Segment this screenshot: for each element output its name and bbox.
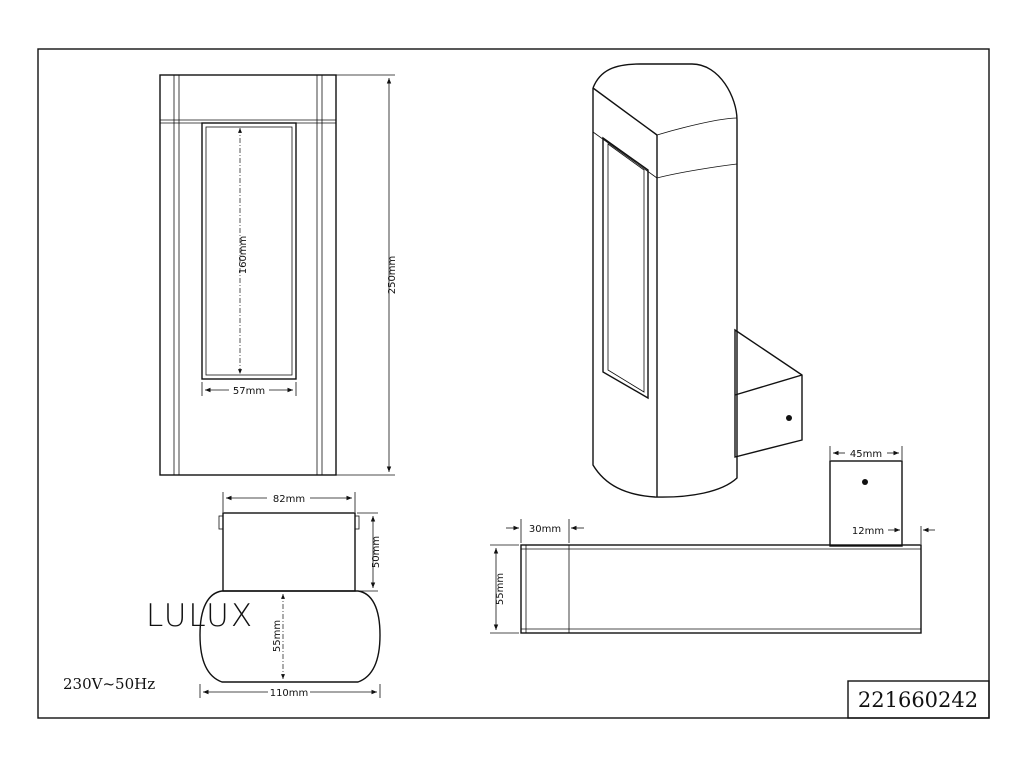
dim-label-55-side: 55mm [495, 573, 506, 605]
front-view [159, 74, 337, 476]
drawing-frame [37, 48, 990, 719]
dim-label-250: 250mm [387, 256, 398, 295]
dim-label-50: 50mm [371, 536, 382, 568]
dimension-50mm: 50mm [357, 512, 382, 592]
dim-label-57: 57mm [233, 386, 265, 397]
side-view [520, 460, 922, 634]
dim-label-45: 45mm [850, 449, 882, 460]
dim-label-55-plan: 55mm [272, 620, 283, 652]
isometric-view [592, 63, 803, 498]
brand-logo: LULUX [146, 598, 254, 634]
dim-label-82: 82mm [273, 494, 305, 505]
dimension-55mm-plan: 55mm [272, 594, 285, 679]
dim-label-110: 110mm [270, 688, 309, 699]
dimension-160mm: 160mm [238, 128, 249, 374]
dim-label-30: 30mm [529, 524, 561, 535]
power-rating: 230V~50Hz [63, 675, 155, 693]
dimension-30mm: 30mm [506, 519, 584, 543]
dimension-57mm: 57mm [201, 382, 297, 397]
light-window [201, 122, 297, 380]
dimension-45mm: 45mm [829, 446, 903, 460]
dimension-55mm-side: 55mm [490, 544, 519, 634]
dimension-250mm: 250mm [336, 74, 398, 476]
dim-label-12: 12mm [852, 526, 884, 537]
dimension-82mm: 82mm [222, 492, 356, 512]
top-view [199, 512, 381, 683]
article-number: 221660242 [858, 688, 978, 712]
article-number-box: 221660242 [847, 680, 990, 719]
dim-label-160: 160mm [238, 236, 249, 275]
dimension-110mm: 110mm [199, 684, 381, 699]
dimension-12mm: 12mm [852, 526, 935, 544]
